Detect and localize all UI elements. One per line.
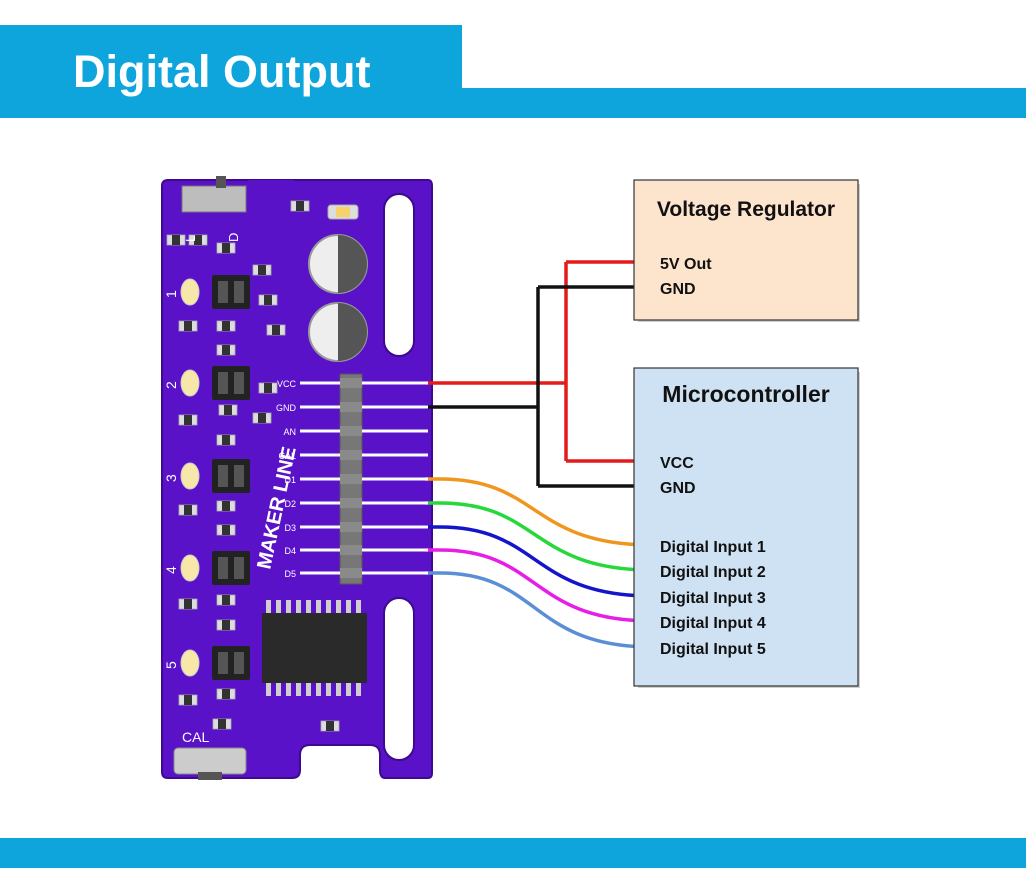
cal-label: CAL [182, 729, 209, 745]
sensor-number-1: 1 [163, 290, 179, 298]
sensor-number-5: 5 [163, 661, 179, 669]
smd-component [216, 594, 236, 606]
smd-component [258, 382, 278, 394]
microcontroller-title: Microcontroller [662, 381, 829, 407]
smd-component [188, 234, 208, 246]
smd-component [290, 200, 310, 212]
pin-label-an: AN [283, 427, 296, 437]
smd-component [258, 294, 278, 306]
mc-pin-digital-input-4: Digital Input 4 [660, 615, 766, 632]
smd-component [216, 242, 236, 254]
mc-pin-gnd: GND [660, 480, 696, 497]
smd-component [218, 404, 238, 416]
pin-label-d1: D1 [284, 475, 296, 485]
pin-label-d2: D2 [284, 499, 296, 509]
smd-component [216, 434, 236, 446]
vr-pin-gnd: GND [660, 281, 696, 298]
sensor-4: 4 [163, 551, 250, 585]
wires [425, 260, 653, 649]
sensor-number-2: 2 [163, 381, 179, 389]
mc-pin-digital-input-3: Digital Input 3 [660, 590, 766, 607]
switch-label-l: L [183, 235, 198, 242]
sensor-1: 1 [163, 275, 250, 309]
smd-component [216, 524, 236, 536]
wire-d2 [425, 501, 653, 572]
wire-power [425, 260, 652, 463]
wire-d5 [425, 571, 653, 649]
pin-label-d3: D3 [284, 523, 296, 533]
ic-chip [262, 613, 367, 683]
mc-pin-digital-input-2: Digital Input 2 [660, 564, 766, 581]
smd-component [216, 619, 236, 631]
smd-component [216, 500, 236, 512]
mount-slot-top [383, 193, 415, 357]
wire-ground [425, 285, 652, 488]
smd-component [178, 414, 198, 426]
smd-component [166, 234, 186, 246]
smd-component [212, 718, 232, 730]
voltage-regulator-title: Voltage Regulator [657, 198, 835, 221]
mc-pin-vcc: VCC [660, 455, 694, 472]
sensor-2: 2 [163, 366, 250, 400]
wire-d4 [425, 548, 653, 623]
wire-d3 [425, 525, 653, 598]
mc-pin-digital-input-5: Digital Input 5 [660, 641, 766, 658]
smd-component [320, 720, 340, 732]
sensor-3: 3 [163, 459, 250, 493]
smd-component [178, 694, 198, 706]
switch-label-d: D [226, 233, 241, 242]
pin-label-vcc: VCC [277, 379, 297, 389]
smd-component [216, 320, 236, 332]
mount-slot-bottom [383, 597, 415, 761]
title-bar [0, 88, 1026, 118]
smd-component [252, 264, 272, 276]
pin-label-d5: D5 [284, 569, 296, 579]
vr-pin-5v-out: 5V Out [660, 256, 712, 273]
page-title: Digital Output [73, 46, 371, 97]
microcontroller-box: Microcontroller VCC GND Digital Input 1 … [633, 367, 860, 688]
wire-d1 [425, 477, 653, 547]
voltage-regulator-box: Voltage Regulator 5V Out GND [633, 179, 860, 322]
pin-label-gnd: GND [276, 403, 297, 413]
mc-pin-digital-input-1: Digital Input 1 [660, 539, 766, 556]
sensor-5: 5 [163, 646, 250, 680]
smd-component [216, 344, 236, 356]
smd-component [178, 598, 198, 610]
smd-component [178, 320, 198, 332]
slide-switch [181, 185, 247, 213]
smd-component [266, 324, 286, 336]
pin-label-cal: CAL [278, 451, 296, 461]
pin-label-d4: D4 [284, 546, 296, 556]
sensor-number-4: 4 [163, 566, 179, 574]
smd-component [178, 504, 198, 516]
footer-bar [0, 838, 1026, 868]
smd-component [216, 688, 236, 700]
cal-button [173, 747, 247, 775]
sensor-number-3: 3 [163, 474, 179, 482]
smd-component [252, 412, 272, 424]
